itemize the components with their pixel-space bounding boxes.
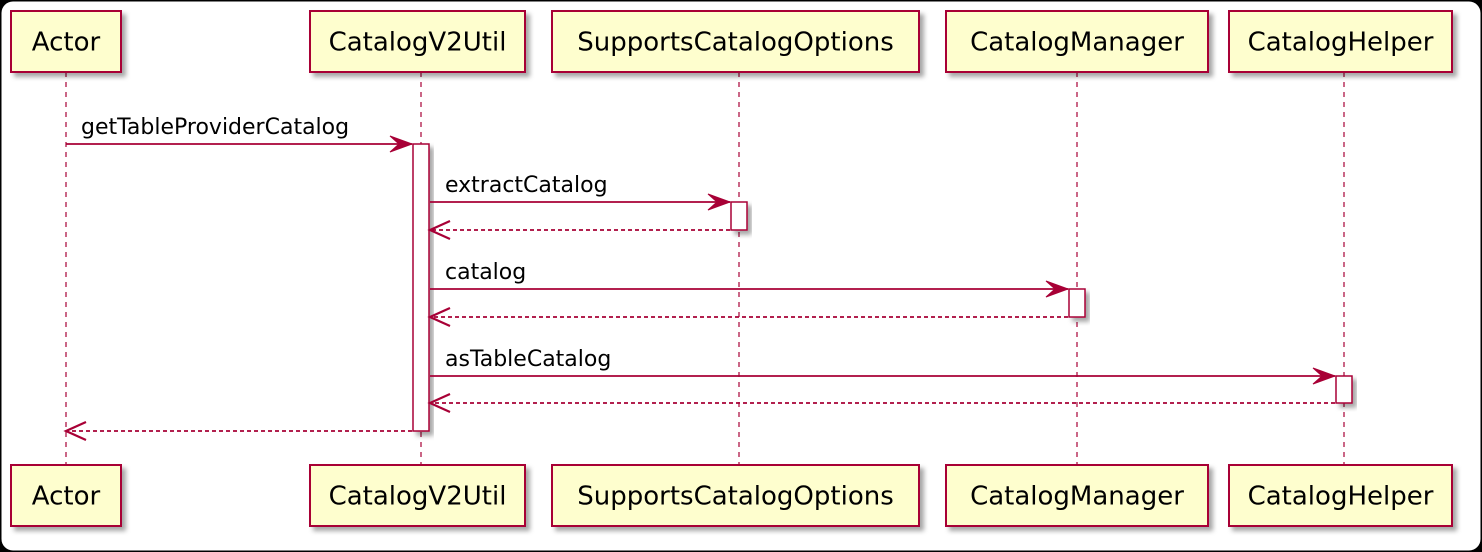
participant-label: SupportsCatalogOptions [577,28,894,58]
participants-top: Actor CatalogV2Util SupportsCatalogOptions… [10,10,1453,73]
message-0-getTableProviderCatalog: getTableProviderCatalog [66,115,414,153]
message-label: extractCatalog [445,173,608,198]
message-7-return [63,420,412,442]
participant-label: CatalogHelper [1248,482,1434,512]
arrowhead-open [63,420,87,442]
participant-label: SupportsCatalogOptions [577,482,894,512]
participant-actor-top: Actor [10,10,122,73]
arrowhead-filled [389,135,414,153]
participants-bottom: Actor CatalogV2Util SupportsCatalogOptions… [10,464,1453,527]
message-label: asTableCatalog [445,347,611,372]
participant-label: CatalogManager [970,28,1184,58]
message-label: getTableProviderCatalog [81,115,349,140]
participant-box [1228,10,1453,73]
arrowhead-filled [1045,280,1070,298]
participant-cataloghelper-top: CatalogHelper [1228,10,1453,73]
participant-box [945,10,1209,73]
participant-label: Actor [32,482,101,512]
participant-box [10,10,122,73]
participant-label: CatalogV2Util [329,482,507,512]
participant-box [551,10,920,73]
message-5-asTableCatalog: asTableCatalog [430,347,1337,385]
participant-actor-bottom: Actor [10,464,122,527]
participant-supportscatalogoptions-top: SupportsCatalogOptions [551,10,920,73]
activations [412,143,1353,432]
messages: getTableProviderCatalog extractCatalog cat… [63,115,1337,442]
arrowhead-open [427,219,451,241]
participant-catalogmanager-top: CatalogManager [945,10,1209,73]
message-1-extractCatalog: extractCatalog [430,173,732,211]
activation-bar-supportscatalogoptions [730,201,748,231]
participant-box [10,464,122,527]
arrowhead-open [427,306,451,328]
arrowhead-filled [707,193,732,211]
participant-label: Actor [32,28,101,58]
arrowhead-open [427,392,451,414]
participant-box [551,464,920,527]
message-2-return [427,219,730,241]
participant-label: CatalogManager [970,482,1184,512]
message-3-catalog: catalog [430,260,1070,298]
participant-catalogmanager-bottom: CatalogManager [945,464,1209,527]
activation-bar-catalogmanager [1068,288,1086,318]
message-4-return [427,306,1068,328]
message-label: catalog [445,260,526,285]
participant-label: CatalogHelper [1248,28,1434,58]
participant-supportscatalogoptions-bottom: SupportsCatalogOptions [551,464,920,527]
activation-bar-catalogv2util [412,143,430,432]
arrowhead-filled [1312,367,1337,385]
participant-cataloghelper-bottom: CatalogHelper [1228,464,1453,527]
participant-box [309,10,526,73]
participant-box [1228,464,1453,527]
participant-label: CatalogV2Util [329,28,507,58]
message-6-return [427,392,1335,414]
participant-catalogv2util-bottom: CatalogV2Util [309,464,526,527]
participant-catalogv2util-top: CatalogV2Util [309,10,526,73]
participant-box [309,464,526,527]
participant-box [945,464,1209,527]
activation-bar-cataloghelper [1335,375,1353,404]
